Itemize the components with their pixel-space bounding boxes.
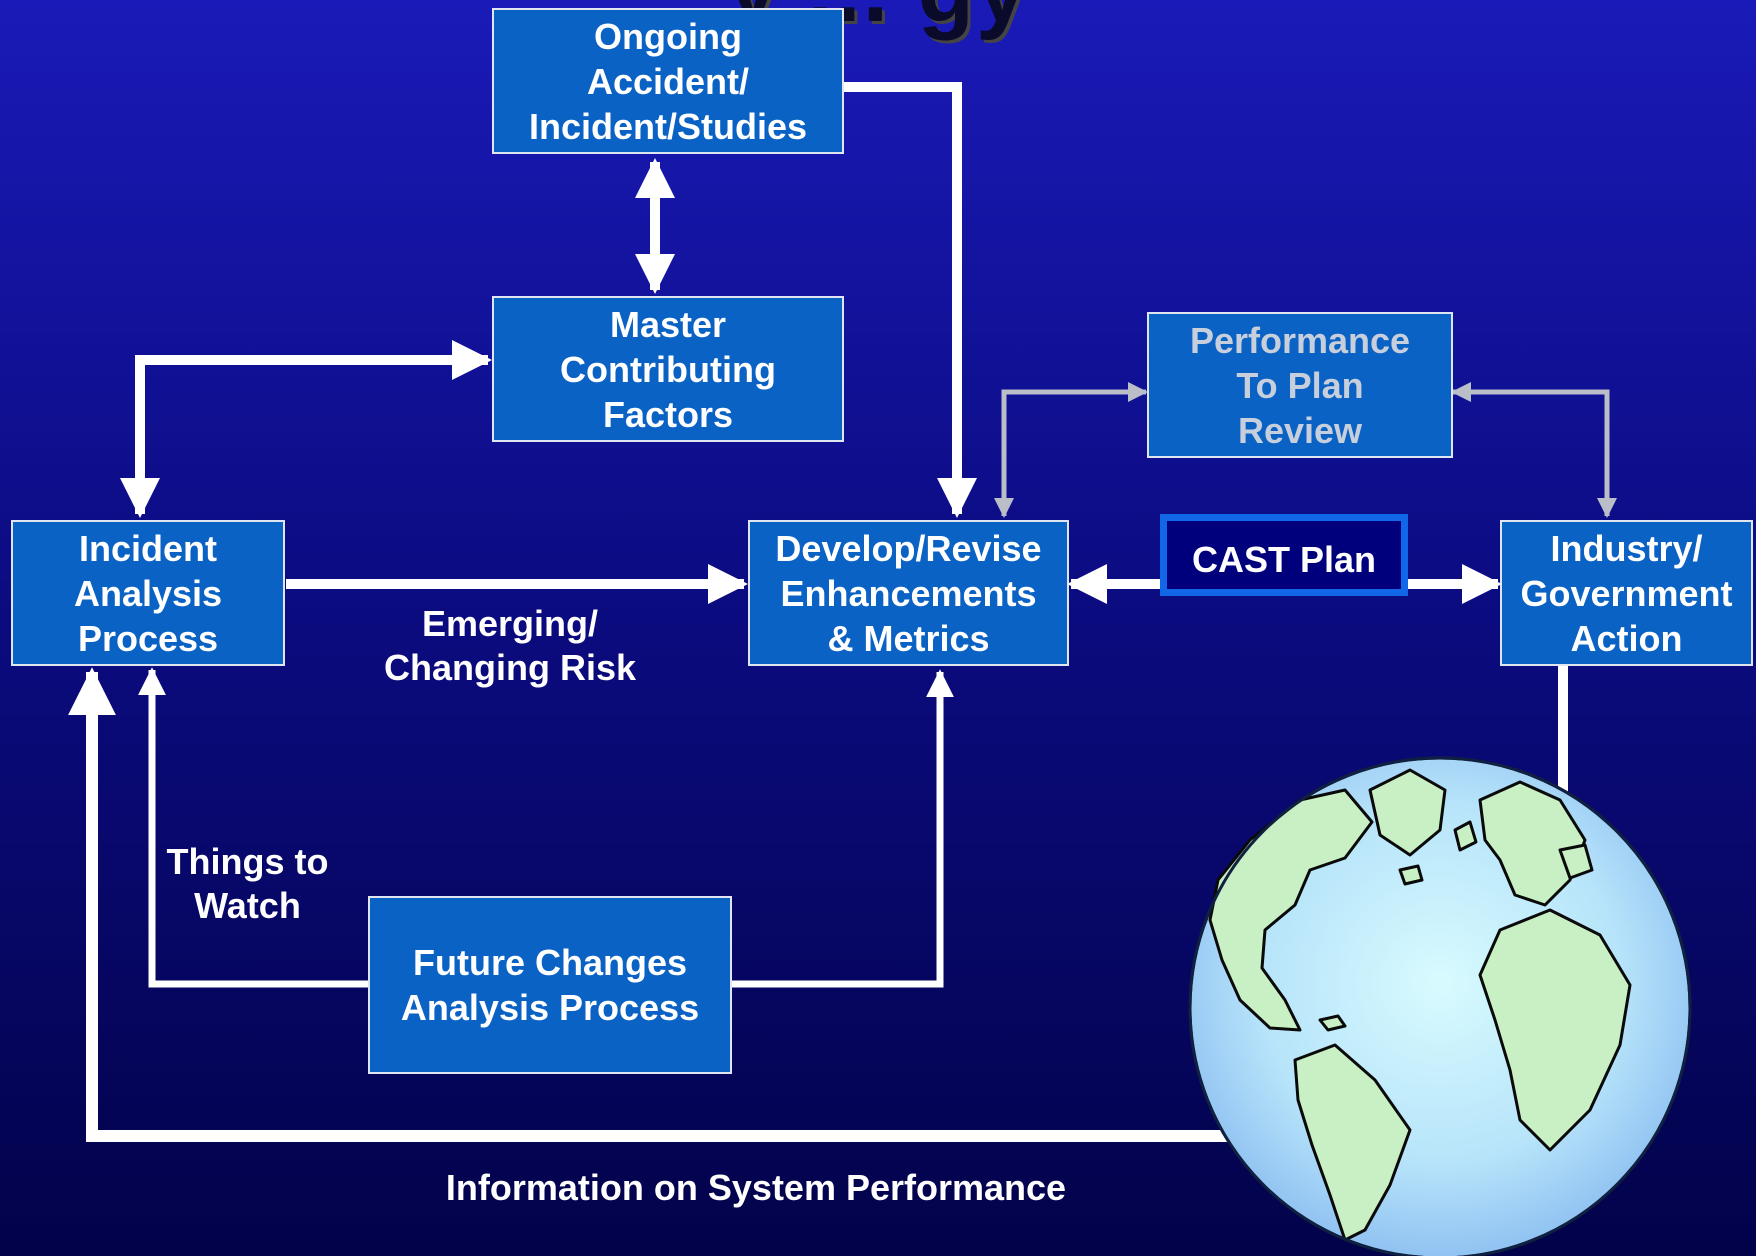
ongoing-studies-box: Ongoing Accident/ Incident/Studies [492, 8, 844, 154]
performance-review-box: Performance To Plan Review [1147, 312, 1453, 458]
master-factors-box: Master Contributing Factors [492, 296, 844, 442]
incident-analysis-box: Incident Analysis Process [11, 520, 285, 666]
cast-plan-label: CAST Plan [1191, 539, 1377, 580]
earth-globe-icon [1188, 756, 1692, 1256]
arrow-performance-develop [994, 382, 1148, 518]
arrow-performance-industry [1451, 382, 1617, 518]
system-performance-label: Information on System Performance [445, 1167, 1067, 1208]
arrow-things-to-watch [138, 667, 368, 988]
things-to-watch-label: Things to Watch [166, 841, 329, 926]
arrow-ongoing-develop [843, 82, 977, 518]
develop-revise-box: Develop/Revise Enhancements & Metrics [748, 520, 1069, 666]
arrow-incident-master [120, 340, 492, 518]
arrow-future-develop [732, 669, 954, 988]
arrow-system-performance [68, 667, 1230, 1142]
cast-plan-box: CAST Plan [1160, 514, 1408, 596]
future-changes-box: Future Changes Analysis Process [368, 896, 732, 1074]
industry-government-box: Industry/ Government Action [1500, 520, 1753, 666]
emerging-risk-label: Emerging/ Changing Risk [383, 603, 637, 688]
